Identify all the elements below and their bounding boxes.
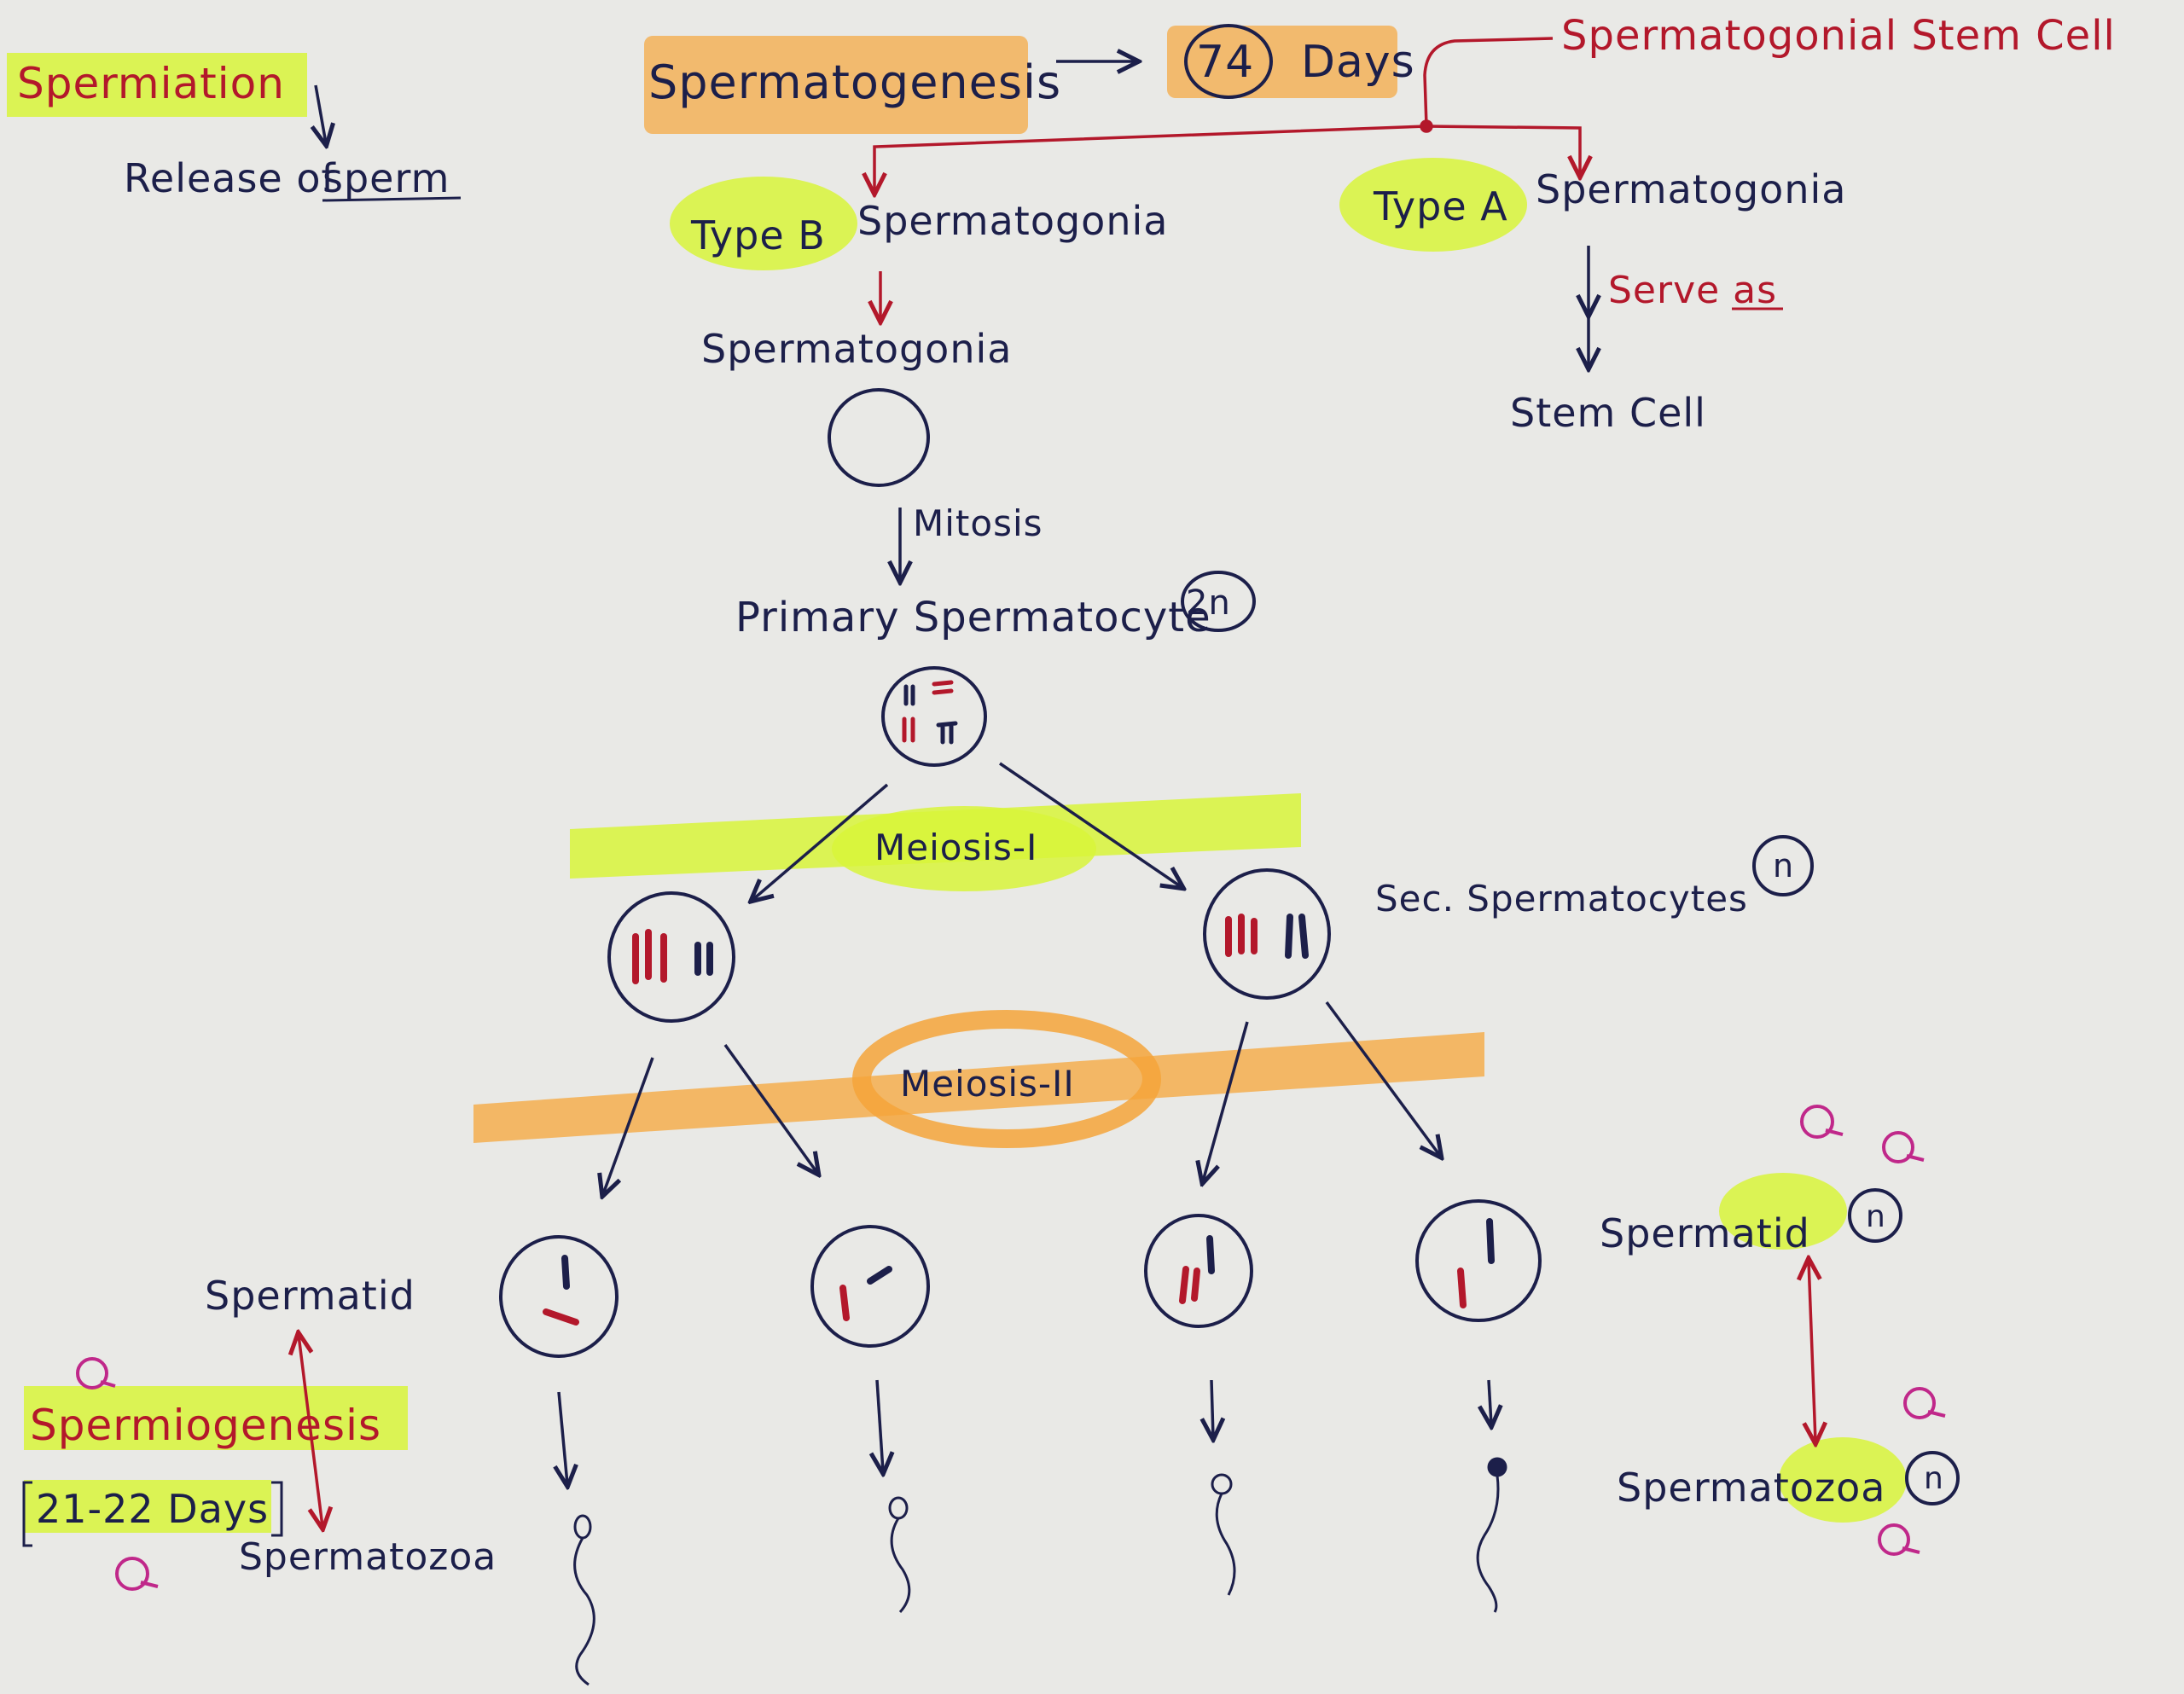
type-b-spermatogonia-label: Spermatogonia <box>857 198 1168 244</box>
spermiogenesis-days-label: 21-22 Days <box>36 1486 269 1532</box>
spermatid-left-label: Spermatid <box>205 1273 415 1319</box>
meiosis-1-arrow-left <box>752 783 889 900</box>
highlight-spermiogenesis <box>24 1386 408 1450</box>
ploidy-n-spermatozoa-circle <box>1905 1451 1960 1505</box>
sperm-icon <box>1211 1473 1236 1596</box>
highlight-type-a <box>1339 158 1527 252</box>
type-a-label: Type A <box>1373 183 1508 229</box>
stem-cell-header-label: Spermatogonial Stem Cell <box>1561 12 2116 60</box>
mitosis-label: Mitosis <box>913 502 1043 544</box>
ploidy-n-spermatid-label: n <box>1866 1199 1886 1234</box>
highlight-spermatid-right <box>1719 1173 1847 1250</box>
meiosis-2-arrow-1 <box>603 1057 654 1194</box>
spermatid-cell-3 <box>1144 1214 1253 1328</box>
highlight-meiosis-2-ring <box>852 1010 1161 1148</box>
serve-as-label: Serve as <box>1608 269 1777 312</box>
days-number-label: 74 <box>1196 37 1254 88</box>
spermiogenesis-label: Spermiogenesis <box>30 1401 381 1450</box>
question-doodle-icon <box>1903 1387 1946 1419</box>
meiosis-2-arrow-2 <box>723 1043 817 1173</box>
primary-spermatocyte-label: Primary Spermatocyte <box>735 594 1211 641</box>
chromosome-icon <box>902 680 958 745</box>
ploidy-n-spermatid-circle <box>1848 1188 1902 1243</box>
spermiation-arrow <box>316 84 326 143</box>
meiosis-2-label: Meiosis-II <box>900 1063 1075 1105</box>
spermatid-spermatozoa-right-arrow <box>1809 1261 1815 1442</box>
chromosome-icon <box>632 914 1309 984</box>
question-doodle-icon <box>1882 1131 1925 1163</box>
highlight-type-b <box>670 177 857 270</box>
question-doodle-icon <box>76 1357 116 1389</box>
spermiogenesis-arrow-2 <box>877 1379 883 1471</box>
spermatid-spermatozoa-left-arrow <box>299 1335 322 1527</box>
spermatogenesis-label: Spermatogenesis <box>648 55 1061 109</box>
spermiation-label: Spermiation <box>17 59 285 108</box>
ploidy-2n-label: 2n <box>1186 583 1231 623</box>
stem-cell-label: Stem Cell <box>1510 390 1706 436</box>
branch-to-type-a <box>1426 125 1580 175</box>
highlight-meiosis-1-blob <box>832 806 1096 891</box>
spermatid-cell-1 <box>499 1235 619 1358</box>
spermatogonia-label: Spermatogonia <box>701 326 1012 372</box>
highlight-spermatogenesis <box>644 36 1028 134</box>
ploidy-2n-circle <box>1181 571 1256 632</box>
release-of-label: Release of <box>124 155 336 201</box>
sec-spermatocytes-label: Sec. Spermatocytes <box>1375 878 1748 920</box>
sec-spermatocyte-cell-right <box>1203 868 1331 1000</box>
sec-spermatocyte-cell-left <box>607 891 735 1023</box>
days-number-circle <box>1184 24 1273 99</box>
branch-to-type-b <box>874 125 1427 192</box>
spermatozoa-right-label: Spermatozoa <box>1617 1465 1885 1511</box>
spermatid-cell-4 <box>1415 1199 1542 1322</box>
type-a-spermatogonia-label: Spermatogonia <box>1536 166 1846 212</box>
meiosis-1-label: Meiosis-I <box>874 827 1037 868</box>
spermatid-right-label: Spermatid <box>1600 1210 1810 1256</box>
ploidy-n-sec-circle <box>1752 835 1814 896</box>
spermiogenesis-days-bracket <box>22 1481 283 1547</box>
primary-spermatocyte-cell <box>881 666 987 767</box>
question-doodle-icon <box>115 1557 159 1591</box>
ploidy-n-sec-label: n <box>1773 847 1794 885</box>
sperm-icon <box>573 1514 595 1686</box>
question-doodle-icon <box>1878 1523 1920 1556</box>
spermiogenesis-arrow-1 <box>559 1391 567 1484</box>
meiosis-2-arrow-4 <box>1325 1001 1440 1156</box>
type-b-label: Type B <box>690 212 826 258</box>
sperm-label: sperm <box>322 155 450 201</box>
sperm-underline <box>322 196 462 202</box>
highlight-meiosis-2 <box>473 1032 1484 1143</box>
chromosome-icon <box>543 1218 1495 1326</box>
days-label: Days <box>1301 37 1415 88</box>
spermatogonia-cell <box>828 388 930 487</box>
highlight-spermatozoa-right <box>1779 1437 1907 1523</box>
stem-cell-bracket <box>1423 37 1554 127</box>
meiosis-1-arrow-right <box>999 762 1182 887</box>
sperm-icon <box>888 1496 911 1614</box>
highlight-spermiation <box>7 53 307 117</box>
spermiogenesis-arrow-4 <box>1489 1379 1491 1424</box>
question-doodle-icon <box>1800 1105 1844 1139</box>
highlight-74-days <box>1167 26 1397 98</box>
highlight-spermiogenesis-days <box>24 1480 271 1533</box>
spermatozoa-left-label: Spermatozoa <box>239 1535 497 1579</box>
ploidy-n-spermatozoa-label: n <box>1924 1461 1944 1496</box>
spermiogenesis-arrow-3 <box>1211 1379 1213 1437</box>
sperm-icon <box>1476 1457 1507 1613</box>
spermatid-cell-2 <box>810 1225 930 1348</box>
meiosis-2-arrow-3 <box>1203 1021 1249 1181</box>
